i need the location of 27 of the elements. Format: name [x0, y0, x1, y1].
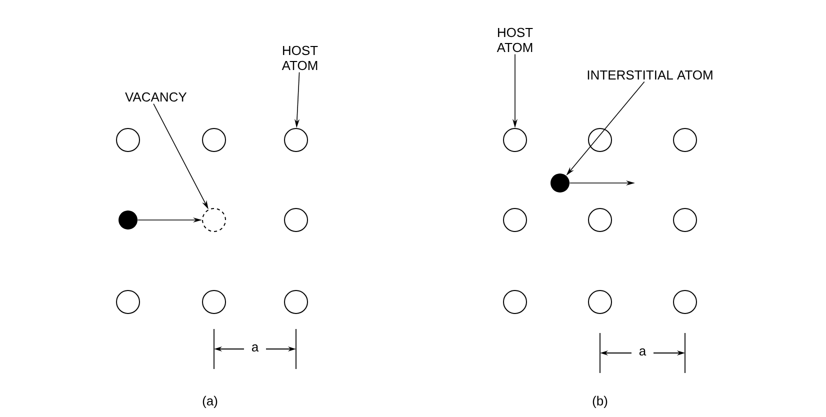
- atom-circle: [503, 208, 527, 232]
- atom-circle: [588, 128, 612, 152]
- atom-circle: [673, 128, 697, 152]
- moving-atom: [118, 210, 138, 230]
- atom-circle: [116, 128, 140, 152]
- atom-circle: [202, 290, 226, 314]
- vacancy-circle: [202, 208, 226, 232]
- atom-circle: [202, 128, 226, 152]
- atom-circle: [673, 290, 697, 314]
- dimension-label: a: [252, 344, 259, 352]
- atom-circle: [284, 208, 308, 232]
- atom-circle: [503, 290, 527, 314]
- atom-circle: [284, 128, 308, 152]
- leader-text: VACANCY: [125, 92, 187, 102]
- panel-caption: (a): [202, 396, 218, 408]
- dimension-label: a: [639, 348, 646, 356]
- atom-circle: [503, 128, 527, 152]
- atom-circle: [673, 208, 697, 232]
- atom-circle: [116, 290, 140, 314]
- atom-circle: [588, 290, 612, 314]
- leader-text: HOST ATOM: [496, 28, 533, 52]
- atom-circle: [284, 290, 308, 314]
- atom-circle: [588, 208, 612, 232]
- panel-caption: (b): [592, 396, 608, 408]
- leader-text: HOST ATOM: [282, 46, 318, 70]
- leader-text: INTERSTITIAL ATOM: [588, 70, 712, 80]
- moving-atom: [550, 174, 570, 192]
